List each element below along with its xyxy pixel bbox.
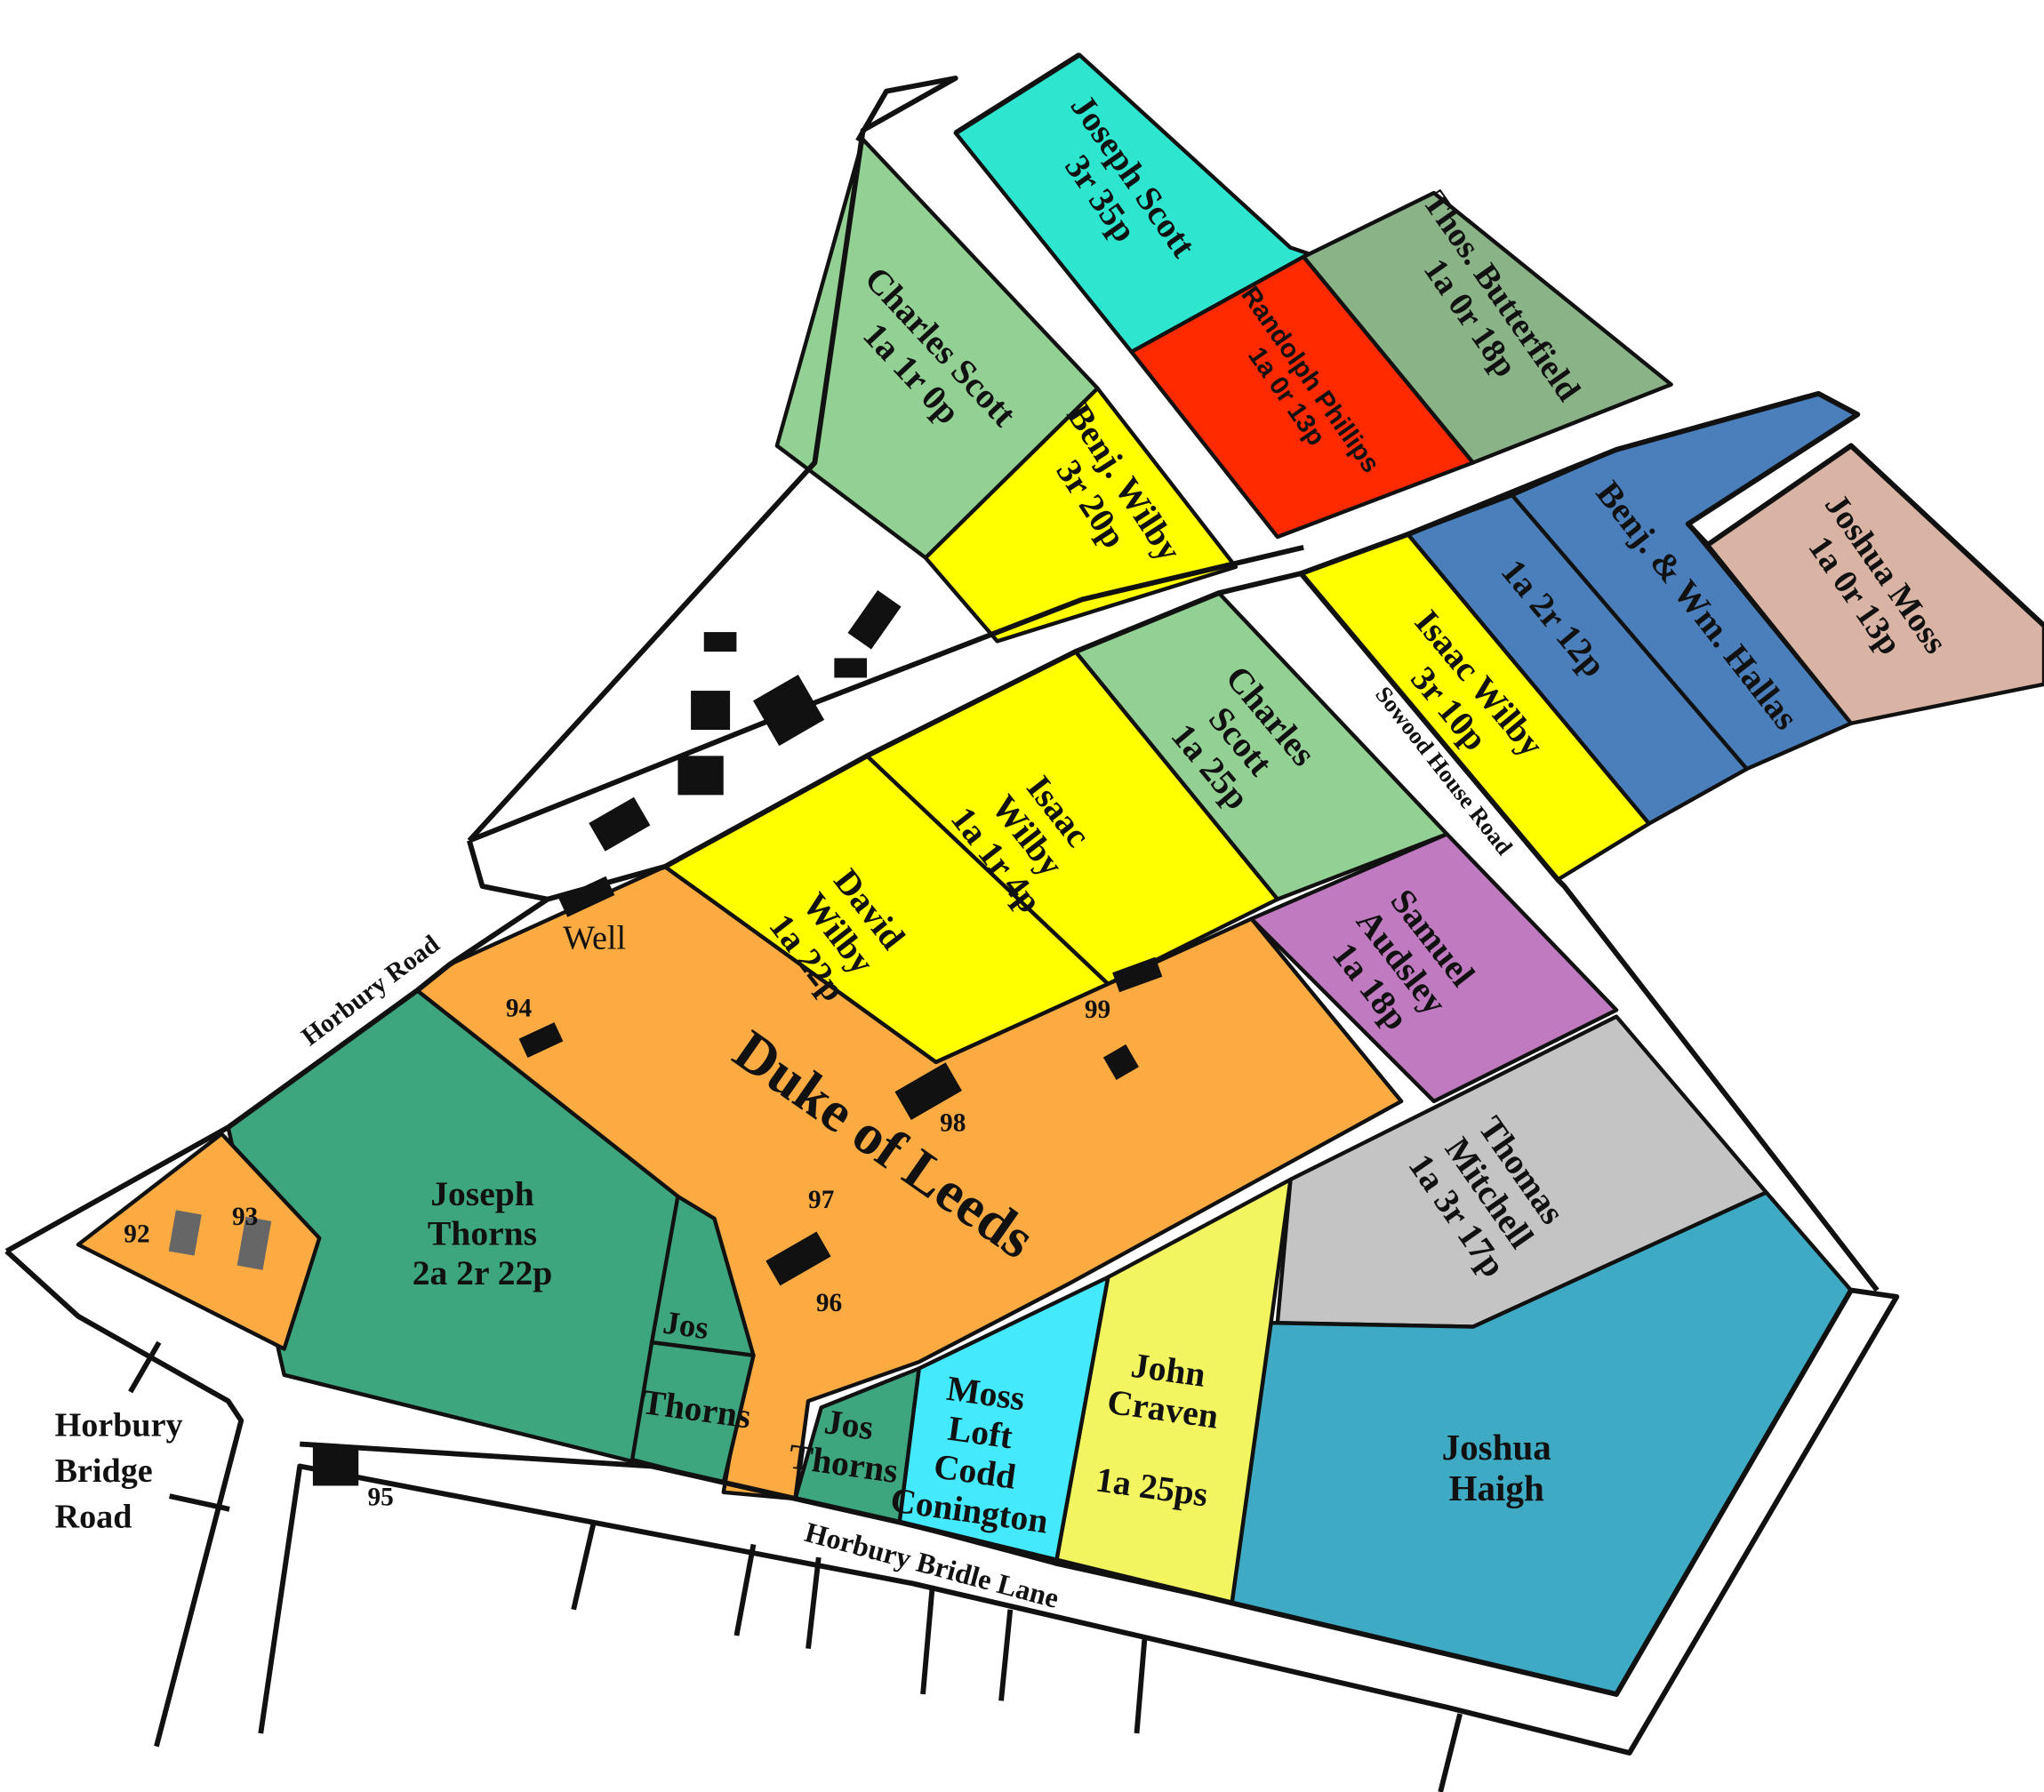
- parcel-label-line: Thorns: [428, 1214, 537, 1253]
- well-label: Well: [563, 919, 626, 956]
- plot-number: 97: [808, 1186, 834, 1214]
- plot-number: 93: [232, 1203, 258, 1231]
- plot-number: 96: [816, 1289, 842, 1317]
- plot-number: 92: [124, 1220, 149, 1248]
- parcel-label-line: Loft: [946, 1409, 1015, 1457]
- parcel-label-jos-thorns-a: Jos: [661, 1304, 710, 1347]
- road-label-horbury-bridge-road-1: Horbury: [55, 1407, 183, 1444]
- parcel-label-line: Haigh: [1449, 1468, 1544, 1508]
- parcel-label-john-craven: JohnCraven1a 25ps: [1094, 1343, 1227, 1515]
- road-label-horbury-bridge-road-2: Bridge: [55, 1452, 153, 1490]
- buildings: [168, 590, 1163, 1486]
- parcel-benj-wilby[interactable]: [923, 386, 1238, 644]
- parcel-samuel-audsley[interactable]: [1249, 832, 1619, 1104]
- parcel-label-line: 2a 2r 22p: [413, 1253, 553, 1292]
- plot-number: 95: [367, 1483, 393, 1511]
- plot-number: 94: [506, 995, 533, 1023]
- parcel-label-line: Joshua: [1442, 1427, 1551, 1468]
- parcel-label-line: Joseph: [430, 1174, 534, 1213]
- parcel-label-line: Jos: [661, 1304, 710, 1347]
- plot-number: 99: [1085, 996, 1110, 1024]
- parcel-label-line: Jos: [822, 1402, 877, 1447]
- parcel-plots-92-93[interactable]: [76, 1132, 322, 1351]
- road-label-horbury-bridge-road-3: Road: [55, 1498, 132, 1535]
- road-outlines: [4, 52, 2044, 1792]
- plot-number: 98: [940, 1109, 966, 1138]
- parcel-thos-butterfield[interactable]: [1301, 190, 1673, 465]
